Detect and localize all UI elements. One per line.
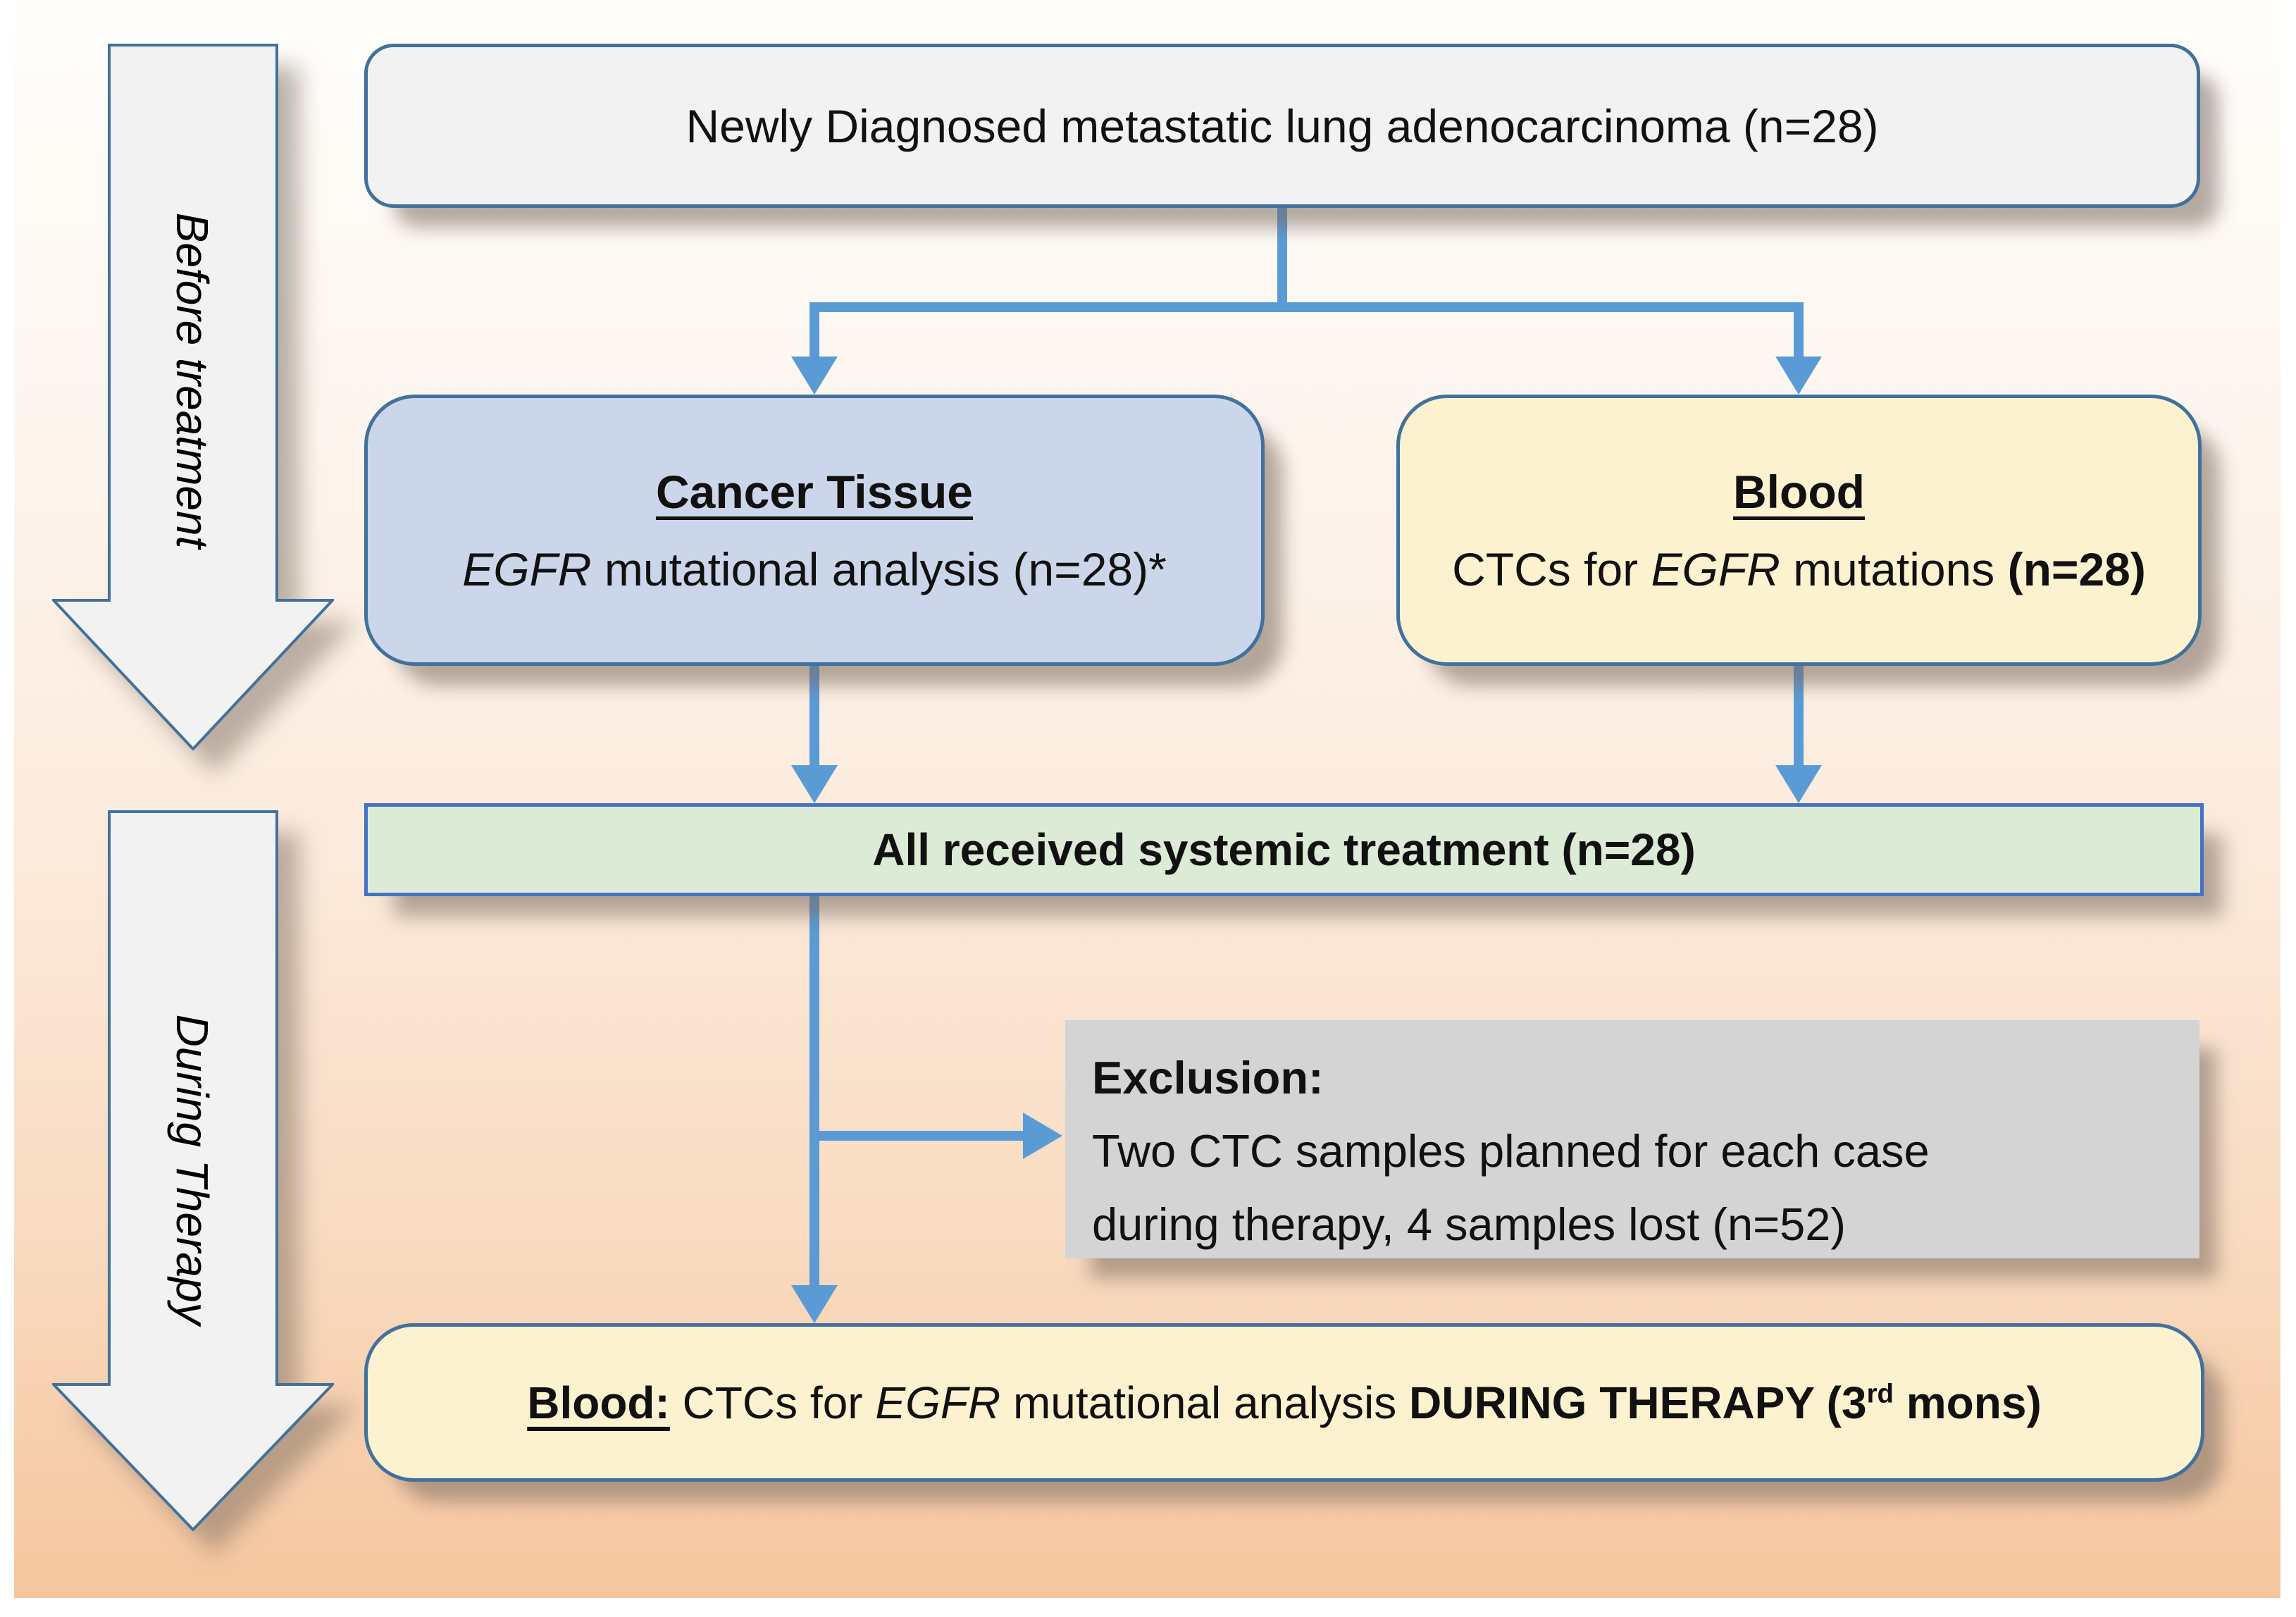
arrowhead-down-final-icon bbox=[791, 1285, 838, 1323]
final-bold1: DURING THERAPY (3 bbox=[1409, 1377, 1867, 1428]
connector-exclusion-branch bbox=[814, 1131, 1026, 1141]
node-blood-line: CTCs for EGFR mutations (n=28) bbox=[1452, 543, 2146, 596]
node-cancer-tissue-title: Cancer Tissue bbox=[655, 465, 973, 518]
final-sup: rd bbox=[1866, 1378, 1894, 1409]
stage-label-during-therapy: During Therapy bbox=[167, 1014, 218, 1325]
node-exclusion-line1: Two CTC samples planned for each case bbox=[1092, 1125, 1930, 1177]
node-exclusion-title: Exclusion: bbox=[1092, 1052, 1324, 1103]
arrowhead-down-tissue-icon bbox=[791, 357, 838, 395]
connector-tissue-to-treatment bbox=[809, 666, 819, 767]
node-exclusion: Exclusion: Two CTC samples planned for e… bbox=[1065, 1020, 2199, 1258]
connector-treatment-to-final bbox=[809, 896, 819, 1287]
stage-arrow-during-therapy-icon bbox=[52, 810, 334, 1531]
final-bold2: mons) bbox=[1893, 1377, 2042, 1428]
egfr-italic: EGFR bbox=[462, 543, 592, 595]
connector-branch-left bbox=[809, 302, 819, 361]
node-exclusion-line2: during therapy, 4 samples lost (n=52) bbox=[1092, 1198, 1847, 1250]
connector-branch-bar bbox=[809, 302, 1804, 312]
node-final-text: Blood: CTCs for EGFR mutational analysis… bbox=[527, 1377, 2042, 1429]
node-cancer-tissue: Cancer Tissue EGFR mutational analysis (… bbox=[364, 395, 1265, 666]
node-systemic-treatment-text: All received systemic treatment (n=28) bbox=[872, 824, 1696, 875]
egfr-italic: EGFR bbox=[875, 1377, 1001, 1428]
arrowhead-right-exclusion-icon bbox=[1023, 1113, 1062, 1159]
node-diagnosis-text: Newly Diagnosed metastatic lung adenocar… bbox=[685, 99, 1879, 152]
blood-line-mid: mutations bbox=[1780, 543, 2008, 595]
connector-top-stem bbox=[1277, 206, 1287, 312]
connector-branch-right bbox=[1794, 302, 1804, 361]
arrowhead-down-blood-icon bbox=[1775, 357, 1822, 395]
final-pre: CTCs for bbox=[669, 1377, 876, 1428]
tissue-line-rest: mutational analysis (n=28)* bbox=[591, 543, 1167, 595]
final-mid: mutational analysis bbox=[1000, 1377, 1410, 1428]
blood-line-pre: CTCs for bbox=[1452, 543, 1651, 595]
egfr-italic: EGFR bbox=[1651, 543, 1780, 595]
node-diagnosis: Newly Diagnosed metastatic lung adenocar… bbox=[364, 44, 2200, 208]
stage-label-before-treatment: Before treatment bbox=[167, 212, 218, 549]
final-lead: Blood: bbox=[527, 1377, 670, 1428]
stage-arrow-before-treatment-icon bbox=[52, 44, 334, 750]
arrowhead-down-treatment-left-icon bbox=[791, 765, 838, 803]
node-systemic-treatment: All received systemic treatment (n=28) bbox=[364, 803, 2204, 896]
connector-blood-to-treatment bbox=[1794, 666, 1804, 767]
node-blood: Blood CTCs for EGFR mutations (n=28) bbox=[1396, 395, 2202, 666]
node-final-blood-ctc: Blood: CTCs for EGFR mutational analysis… bbox=[364, 1323, 2204, 1482]
node-blood-title: Blood bbox=[1733, 465, 1865, 518]
node-cancer-tissue-line: EGFR mutational analysis (n=28)* bbox=[462, 543, 1167, 596]
arrowhead-down-treatment-right-icon bbox=[1775, 765, 1822, 803]
blood-line-count: (n=28) bbox=[2007, 543, 2146, 595]
